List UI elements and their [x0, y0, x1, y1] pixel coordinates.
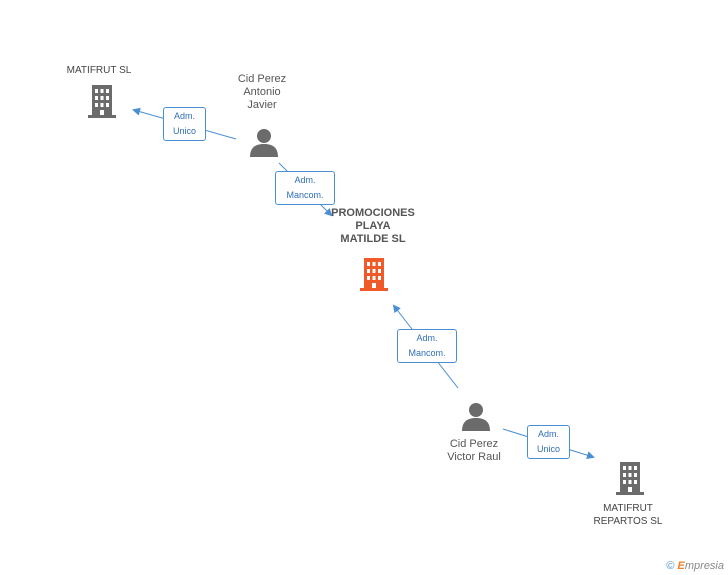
- main-company-label-line: PLAYA: [355, 220, 391, 232]
- role-badge-line: Unico: [536, 444, 560, 454]
- building-icon[interactable]: [358, 256, 390, 292]
- company-label-line: REPARTOS SL: [593, 516, 663, 527]
- role-badge-adm-mancom[interactable]: Adm. Mancom.: [397, 329, 457, 363]
- person-label-line: Javier: [247, 99, 277, 111]
- role-badge-adm-unico[interactable]: Adm. Unico: [163, 107, 206, 141]
- empresia-logo: © Empresia: [666, 560, 724, 572]
- role-badge-adm-unico[interactable]: Adm. Unico: [527, 425, 570, 459]
- person-label-line: Cid Perez: [449, 438, 499, 450]
- person-label-line: Cid Perez: [237, 73, 287, 85]
- main-company-label-line: MATILDE SL: [340, 233, 406, 245]
- person-label-cid-victor[interactable]: Cid Perez Victor Raul: [424, 438, 524, 464]
- person-label-cid-antonio[interactable]: Cid Perez Antonio Javier: [212, 73, 312, 112]
- role-badge-line: Adm.: [416, 333, 438, 343]
- person-icon[interactable]: [249, 127, 279, 157]
- main-company-label-promociones[interactable]: PROMOCIONES PLAYA MATILDE SL: [318, 207, 428, 246]
- building-icon[interactable]: [614, 460, 646, 496]
- role-badge-line: Adm.: [537, 429, 559, 439]
- main-company-label-line: PROMOCIONES: [331, 207, 415, 219]
- role-badge-line: Mancom.: [408, 348, 446, 358]
- company-label-line: MATIFRUT: [603, 503, 653, 514]
- brand-name: mpresia: [684, 560, 724, 572]
- person-label-line: Victor Raul: [447, 451, 501, 463]
- company-label-matifrut[interactable]: MATIFRUT SL: [66, 65, 132, 76]
- role-badge-line: Mancom.: [286, 190, 324, 200]
- brand-initial: E: [677, 560, 685, 572]
- role-badge-line: Adm.: [294, 175, 316, 185]
- person-icon[interactable]: [461, 401, 491, 431]
- role-badge-line: Adm.: [173, 111, 195, 121]
- building-icon[interactable]: [86, 83, 118, 119]
- role-badge-adm-mancom[interactable]: Adm. Mancom.: [275, 171, 335, 205]
- role-badge-line: Unico: [172, 126, 196, 136]
- copyright-symbol: ©: [666, 560, 675, 572]
- person-label-line: Antonio: [243, 86, 281, 98]
- company-label-matifrut-repartos[interactable]: MATIFRUT REPARTOS SL: [578, 502, 678, 528]
